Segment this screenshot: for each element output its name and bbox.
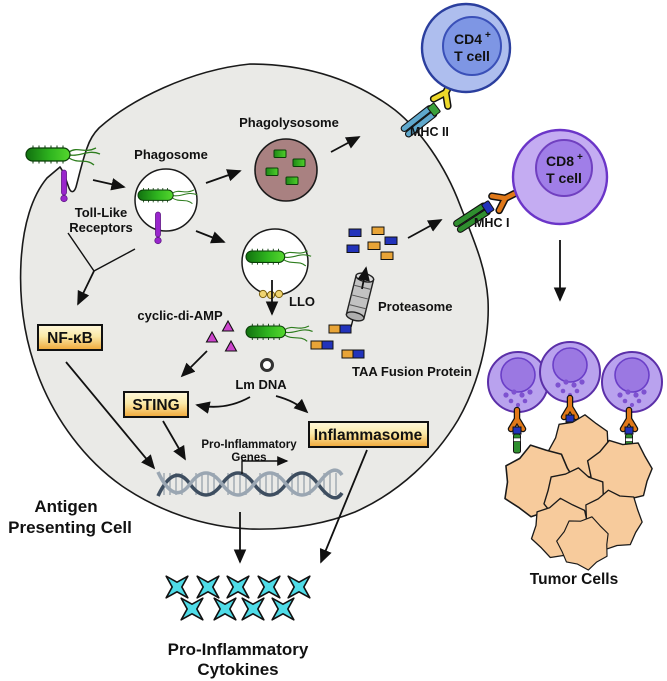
processed-peptides xyxy=(346,226,398,260)
tlr-membrane xyxy=(60,169,68,203)
cd4-t-cell: CD4 + T cell xyxy=(420,2,512,94)
arrow-proteasome-output xyxy=(357,266,370,290)
cd4-label: CD4 xyxy=(454,31,482,47)
tlr-label-1: Toll-Like xyxy=(75,205,127,220)
lm-dna-ring xyxy=(260,358,274,372)
arrow-cdamp-to-sting xyxy=(180,350,208,378)
cd8-label-2: T cell xyxy=(546,170,582,186)
cdamp-label: cyclic-di-AMP xyxy=(137,308,223,323)
arrow-tlr-to-nfkb xyxy=(77,270,95,306)
lmdna-label: Lm DNA xyxy=(235,377,287,392)
cytokine-star xyxy=(180,597,204,621)
sting-label: STING xyxy=(132,397,179,414)
llo-label: LLO xyxy=(289,294,315,309)
sting-box: STING xyxy=(123,391,189,418)
nfkb-label: NF-κB xyxy=(47,330,93,347)
tlr-phagosome xyxy=(154,211,162,245)
phagolysosome-label: Phagolysosome xyxy=(239,115,339,130)
effector-t-cell xyxy=(487,351,549,413)
apc-label-2: Presenting Cell xyxy=(8,518,132,537)
cd8-label: CD8 xyxy=(546,153,574,169)
cytokine-stars xyxy=(165,575,311,621)
cytokines-label-1: Pro-Inflammatory xyxy=(168,640,309,659)
arrow-nfkb-to-dna xyxy=(65,361,156,470)
cd4-sup: + xyxy=(485,30,491,41)
effector-t-cell xyxy=(601,351,663,413)
arrow-peptides-to-mhc1 xyxy=(407,219,443,239)
cytokine-star xyxy=(196,575,220,599)
degraded-bacteria-fragments xyxy=(265,149,306,185)
tlr-pointer-left xyxy=(67,232,95,272)
taa-fusion-proteins xyxy=(310,324,365,359)
phagosome-label: Phagosome xyxy=(134,147,208,162)
taa-label: TAA Fusion Protein xyxy=(352,364,472,379)
mhc1-complex xyxy=(453,200,495,233)
effector-t-cell xyxy=(539,341,601,403)
effector-receptor xyxy=(511,410,523,453)
cytokine-star xyxy=(226,575,250,599)
tlr-label-2: Receptors xyxy=(69,220,133,235)
phagolysosome-vesicle xyxy=(254,138,318,202)
cytokine-star xyxy=(213,597,237,621)
dna-helix xyxy=(156,468,344,500)
cytokine-star xyxy=(165,575,189,599)
cytokine-star xyxy=(241,597,265,621)
pro-genes-label-1: Pro-Inflammatory xyxy=(201,439,297,451)
cd8-sup: + xyxy=(577,152,583,163)
arrow-phagosome-to-vacuole xyxy=(195,230,226,244)
cytokine-star xyxy=(257,575,281,599)
mhc1-label: MHC I xyxy=(474,216,509,230)
arrow-lmdna-to-sting xyxy=(195,396,251,414)
inflammasome-label: Inflammasome xyxy=(314,427,423,444)
transcription-arrow xyxy=(241,456,289,474)
mhc2-complex xyxy=(400,102,441,138)
nfkb-box: NF-κB xyxy=(37,324,103,351)
cd4-label-2: T cell xyxy=(454,48,490,64)
cd8-t-cell: CD8 + T cell xyxy=(511,128,609,226)
inflammasome-box: Inflammasome xyxy=(308,421,429,448)
pro-genes-label-2: Genes xyxy=(231,452,266,464)
cytokine-star xyxy=(271,597,295,621)
mhc2-label: MHC II xyxy=(410,125,449,139)
arrow-phagolysosome-to-mhc2 xyxy=(330,136,361,153)
arrow-phagosome-to-phagolysosome xyxy=(205,169,242,184)
tcr-cd8 xyxy=(492,187,518,211)
llo-pore-icon xyxy=(258,289,284,300)
arrow-inflammasome-to-cytokines xyxy=(319,449,368,564)
cytokines-label-2: Cytokines xyxy=(197,660,278,679)
tlr-pointer-right xyxy=(93,248,136,272)
cytokine-star xyxy=(287,575,311,599)
tumor-cells-label: Tumor Cells xyxy=(530,571,618,588)
proteasome-label: Proteasome xyxy=(378,299,452,314)
arrow-lmdna-to-inflammasome xyxy=(275,395,309,414)
arrow-sting-to-dna xyxy=(162,420,186,461)
arrow-entry-to-phagosome xyxy=(92,178,126,191)
apc-label-1: Antigen xyxy=(34,497,97,516)
